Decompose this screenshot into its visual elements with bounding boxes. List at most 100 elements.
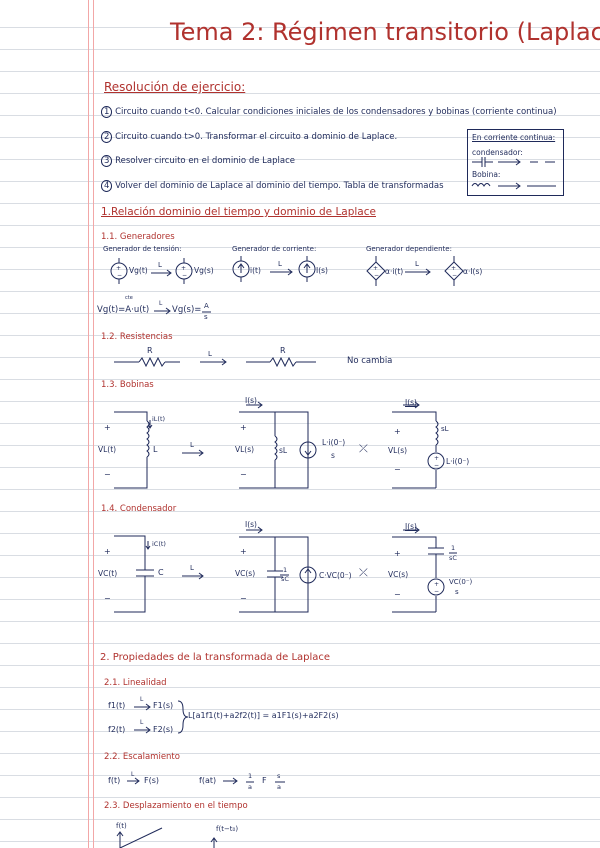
step-text: Volver del dominio de Laplace al dominio… xyxy=(115,181,444,191)
dc-box-condensador: condensador: xyxy=(472,148,523,157)
vl-label: VL(t) xyxy=(98,445,117,454)
vl-s-label: VL(s) xyxy=(235,445,255,454)
laplace-arrow-label: L xyxy=(131,771,135,778)
resistor-label: R xyxy=(147,346,153,355)
section13-heading: 1.3. Bobinas xyxy=(101,380,154,390)
scaling-f: f(t) xyxy=(108,776,121,785)
step-text: Resolver circuito en el dominio de Lapla… xyxy=(115,156,295,166)
dep-s-label: α·I(s) xyxy=(463,267,483,276)
plus-sign: + xyxy=(394,427,401,436)
frac-num: A xyxy=(204,302,209,310)
initial-voltage-num: VC(0⁻) xyxy=(449,578,473,586)
plus-sign: + xyxy=(104,547,111,556)
scaling-arg-num: s xyxy=(277,772,281,780)
step-number: 3 xyxy=(101,155,113,167)
dc-box xyxy=(467,129,564,196)
current-label: I(s) xyxy=(405,398,417,407)
minus-sign: − xyxy=(240,470,247,479)
svg-text:−: − xyxy=(374,272,379,279)
initial-current-num: L·i(0⁻) xyxy=(322,438,346,447)
initial-current-den: s xyxy=(331,451,335,460)
svg-text:+: + xyxy=(434,581,439,588)
laplace-arrow-label: L xyxy=(278,260,282,268)
svg-text:−: − xyxy=(452,272,457,279)
svg-text:−: − xyxy=(434,462,439,469)
impedance-num: 1 xyxy=(451,544,456,552)
step-3: 3 Resolver circuito en el dominio de Lap… xyxy=(101,155,295,167)
linearity-f1: f1(t) xyxy=(108,701,126,710)
impedance-den: sC xyxy=(449,554,457,562)
laplace-arrow-label: L xyxy=(190,564,194,572)
svg-text:−: − xyxy=(117,272,122,279)
linearity-F1: F1(s) xyxy=(153,701,174,710)
scaling-F2: F xyxy=(262,776,267,785)
minus-sign: − xyxy=(394,465,401,474)
svg-text:−: − xyxy=(434,588,439,595)
vg-time-label: Vg(t) xyxy=(129,266,148,275)
laplace-arrow-label: L xyxy=(190,441,194,449)
step-text: Circuito cuando t<0. Calcular condicione… xyxy=(115,107,557,117)
capacitor-label: C xyxy=(158,568,164,577)
generador-dependiente-label: Generador dependiente: xyxy=(366,245,452,253)
current-label: I(s) xyxy=(245,396,257,405)
dc-box-title: En corriente continua: xyxy=(472,133,556,142)
svg-text:+: + xyxy=(451,265,456,272)
i-time-label: i(t) xyxy=(250,266,261,275)
impedance-den: sC xyxy=(281,575,289,583)
vc-s-label: VC(s) xyxy=(235,569,256,578)
section23-heading: 2.3. Desplazamiento en el tiempo xyxy=(104,801,248,811)
generador-tension-label: Generador de tensión: xyxy=(103,245,182,253)
section22-heading: 2.2. Escalamiento xyxy=(104,752,180,762)
sl-label: sL xyxy=(279,446,288,455)
il-label: iL(t) xyxy=(152,415,166,423)
svg-text:+: + xyxy=(373,265,378,272)
step-4: 4 Volver del dominio de Laplace al domin… xyxy=(101,180,444,192)
step-number: 1 xyxy=(101,106,113,118)
initial-current-label: C·VC(0⁻) xyxy=(319,571,352,580)
equivalence-cross: ⤫ xyxy=(359,566,368,579)
equivalence-cross: ⤫ xyxy=(359,442,368,455)
plus-sign: + xyxy=(240,423,247,432)
generator-example-left: Vg(t)=A·u(t) xyxy=(97,305,150,315)
shift-f: f(t) xyxy=(116,822,127,830)
ic-label: iC(t) xyxy=(152,540,166,548)
cte-label: cte xyxy=(125,295,133,301)
i-s-label: I(s) xyxy=(316,266,328,275)
minus-sign: − xyxy=(104,594,111,603)
plus-sign: + xyxy=(104,423,111,432)
initial-voltage-label: L·i(0⁻) xyxy=(446,457,470,466)
laplace-arrow-label: L xyxy=(140,719,144,726)
vc-s-label: VC(s) xyxy=(388,570,409,579)
scaling-arg-den: a xyxy=(277,783,281,791)
shift-f-delayed: f(t−t₀) xyxy=(216,825,239,833)
section14-heading: 1.4. Condensador xyxy=(101,504,177,514)
step-2: 2 Circuito cuando t>0. Transformar el ci… xyxy=(101,131,397,143)
inductor-label: L xyxy=(153,445,158,454)
svg-text:+: + xyxy=(434,455,439,462)
dep-time-label: α·i(t) xyxy=(385,267,404,276)
minus-sign: − xyxy=(104,470,111,479)
current-label: I(s) xyxy=(245,520,257,529)
section1-heading: 1.Relación dominio del tiempo y dominio … xyxy=(101,206,376,218)
generator-example-right: Vg(s)= xyxy=(172,305,202,315)
resolucion-heading: Resolución de ejercicio: xyxy=(104,80,246,94)
laplace-arrow-label: L xyxy=(159,300,163,307)
laplace-arrow-label: L xyxy=(158,261,162,269)
generador-corriente-label: Generador de corriente: xyxy=(232,245,317,253)
frac-den: s xyxy=(204,313,208,321)
vc-label: VC(t) xyxy=(98,569,118,578)
vl-s-label: VL(s) xyxy=(388,446,408,455)
svg-text:+: + xyxy=(181,265,186,272)
laplace-arrow-label: L xyxy=(208,350,212,358)
plus-sign: + xyxy=(240,547,247,556)
step-number: 4 xyxy=(101,180,113,192)
